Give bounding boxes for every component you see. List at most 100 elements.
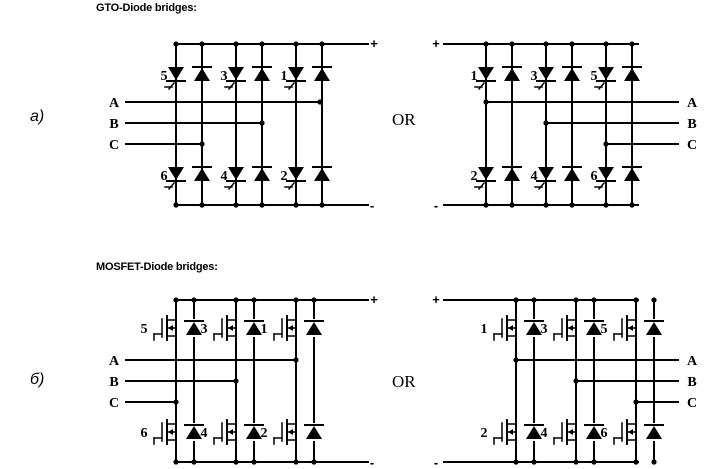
switch-number-bottom: 2: [261, 426, 268, 441]
junction-dot: [191, 297, 197, 303]
gto-or-label: OR: [392, 110, 416, 129]
junction-dot: [199, 41, 205, 47]
junction-dot: [233, 41, 239, 47]
negative-terminal: -: [370, 198, 374, 213]
mosfet-symbol: [493, 417, 517, 447]
junction-dot: [483, 41, 489, 47]
diode-symbol: [502, 66, 522, 81]
switch-number-top: 5: [141, 322, 148, 337]
gto-thyristor-symbol: [224, 67, 246, 91]
junction-dot: [591, 297, 597, 303]
switch-number-bottom: 4: [201, 426, 208, 441]
phase-label: A: [687, 354, 698, 369]
gto-thyristor-symbol: [474, 167, 496, 191]
junction-dot: [173, 41, 179, 47]
gto-thyristor-symbol: [284, 67, 306, 91]
phase-label: A: [687, 96, 698, 111]
junction-dot: [233, 378, 239, 384]
junction-dot: [311, 459, 317, 465]
diode-symbol: [622, 166, 642, 181]
junction-dot: [513, 297, 519, 303]
diode-symbol: [304, 424, 324, 439]
switch-number-top: 5: [591, 69, 598, 84]
positive-terminal: +: [432, 36, 440, 51]
junction-dot: [603, 41, 609, 47]
switch-number-top: 3: [201, 322, 208, 337]
junction-dot: [543, 120, 549, 126]
gto-thyristor-symbol: [224, 167, 246, 191]
switch-number-top: 3: [531, 69, 538, 84]
junction-dot: [573, 459, 579, 465]
diode-symbol: [524, 320, 544, 335]
junction-dot: [311, 297, 317, 303]
junction-dot: [199, 141, 205, 147]
diode-symbol: [584, 424, 604, 439]
junction-dot: [509, 202, 515, 208]
junction-dot: [293, 357, 299, 363]
phase-label: B: [687, 117, 696, 132]
phase-label: A: [109, 354, 120, 369]
gto-thyristor-symbol: [594, 67, 616, 91]
phase-label: A: [109, 96, 120, 111]
switch-number-bottom: 6: [601, 426, 608, 441]
junction-dot: [173, 459, 179, 465]
junction-dot: [573, 297, 579, 303]
diode-symbol: [312, 166, 332, 181]
switch-number-bottom: 2: [481, 426, 488, 441]
mosfet-symbol: [553, 417, 577, 447]
mosfet-symbol: [213, 313, 237, 343]
switch-number-top: 1: [281, 69, 288, 84]
diode-symbol: [502, 166, 522, 181]
junction-dot: [293, 459, 299, 465]
negative-terminal: -: [434, 455, 438, 469]
diode-symbol: [252, 166, 272, 181]
switch-number-bottom: 6: [161, 169, 168, 184]
junction-dot: [603, 141, 609, 147]
junction-dot: [633, 399, 639, 405]
gto-thyristor-symbol: [284, 167, 306, 191]
junction-dot: [573, 378, 579, 384]
junction-dot: [633, 459, 639, 465]
diode-symbol: [192, 166, 212, 181]
switch-number-top: 3: [541, 322, 548, 337]
junction-dot: [531, 297, 537, 303]
junction-dot: [173, 399, 179, 405]
junction-dot: [233, 202, 239, 208]
junction-dot: [629, 41, 635, 47]
switch-number-bottom: 4: [541, 426, 548, 441]
gto-heading: GTO-Diode bridges:: [96, 2, 197, 14]
junction-dot: [543, 41, 549, 47]
phase-label: B: [109, 117, 118, 132]
switch-number-top: 1: [481, 322, 488, 337]
switch-number-bottom: 4: [531, 169, 538, 184]
switch-number-top: 1: [261, 322, 268, 337]
junction-dot: [259, 120, 265, 126]
phase-label: C: [109, 138, 119, 153]
positive-terminal: +: [432, 292, 440, 307]
junction-dot: [629, 202, 635, 208]
junction-dot: [317, 99, 323, 105]
junction-dot: [591, 459, 597, 465]
switch-number-bottom: 2: [471, 169, 478, 184]
diode-symbol: [192, 66, 212, 81]
junction-dot: [233, 297, 239, 303]
mosfet-symbol: [613, 313, 637, 343]
diode-symbol: [184, 320, 204, 335]
switch-number-top: 5: [161, 69, 168, 84]
phase-label: B: [687, 375, 696, 390]
junction-dot: [251, 459, 257, 465]
junction-dot: [531, 459, 537, 465]
mosfet-symbol: [273, 313, 297, 343]
junction-dot: [651, 297, 657, 303]
junction-dot: [251, 297, 257, 303]
junction-dot: [293, 202, 299, 208]
junction-dot: [191, 459, 197, 465]
gto-thyristor-symbol: [164, 67, 186, 91]
junction-dot: [633, 297, 639, 303]
switch-number-bottom: 6: [591, 169, 598, 184]
diode-symbol: [244, 320, 264, 335]
